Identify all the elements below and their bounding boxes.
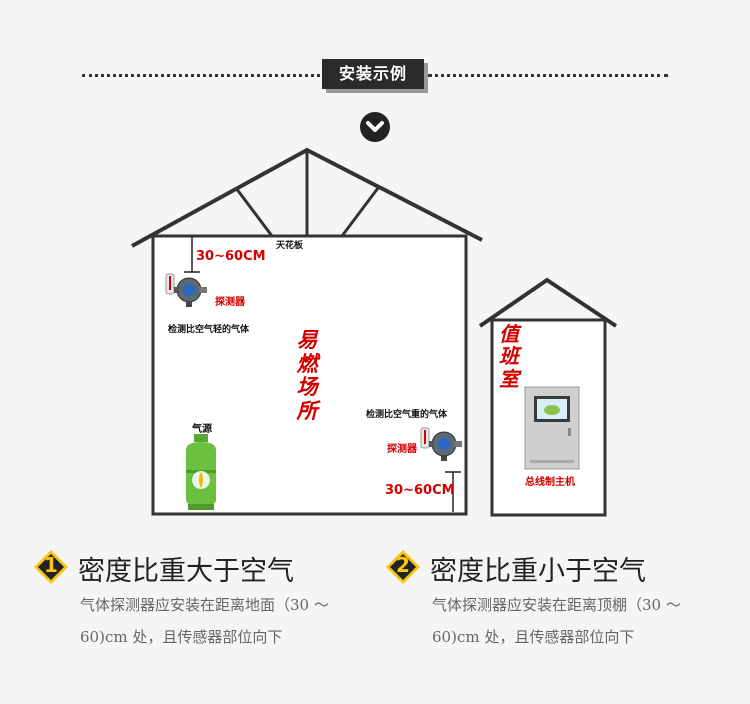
item-2-desc-line1: 气体探测器应安装在距离顶棚（30 ～ [432,596,681,614]
number-badge-1 [34,550,68,584]
number-badge-2 [386,550,420,584]
bottom-range-label: 30~60CM [385,483,455,498]
section-title: 安装示例 [322,59,424,89]
detector-bottom-icon [420,427,462,461]
heavy-gas-label: 检测比空气重的气体 [366,410,448,420]
chevron-down-icon [360,112,390,142]
number-badge-1-text: 1 [44,553,58,577]
controller-icon [524,386,580,470]
ceiling-label: 天花板 [276,241,304,251]
detector-top-icon [165,273,207,307]
item-1-title: 密度比重大于空气 [78,556,294,587]
number-badge-2-text: 2 [396,553,410,577]
duty-room-label: 值 班 室 [499,322,519,391]
detector-bottom-label: 探测器 [387,444,417,455]
detector-top-label: 探测器 [215,297,245,308]
gas-cylinder-icon [186,434,216,510]
item-1-desc-line1: 气体探测器应安装在距离地面（30 ～ [80,596,329,614]
item-1-desc-line2: 60)cm 处，且传感器部位向下 [80,628,283,646]
divider-left [82,74,320,77]
divider-right [428,74,668,77]
top-range-label: 30~60CM [196,249,266,264]
light-gas-label: 检测比空气轻的气体 [168,325,250,335]
item-2-desc-line2: 60)cm 处，且传感器部位向下 [432,628,635,646]
controller-label: 总线制主机 [525,477,575,488]
site-label: 易 燃 场 所 [296,327,318,423]
item-2-title: 密度比重小于空气 [430,556,646,587]
gas-source-label: 气源 [192,424,212,435]
